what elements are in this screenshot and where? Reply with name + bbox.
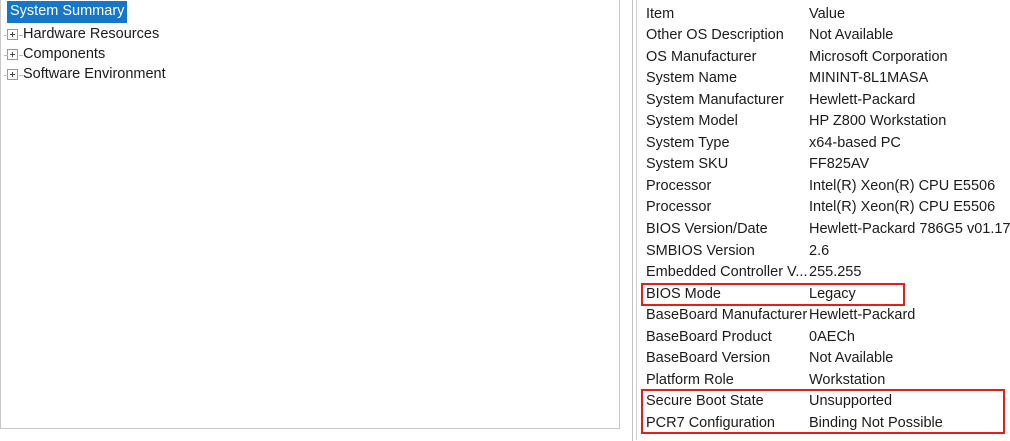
row-value-label: HP Z800 Workstation — [809, 113, 947, 130]
details-row[interactable]: System Name MININT-8L1MASA — [633, 68, 1010, 90]
details-row[interactable]: Other OS Description Not Available — [633, 25, 1010, 47]
row-item-label: BaseBoard Manufacturer — [646, 307, 808, 324]
plus-box-icon[interactable] — [4, 69, 23, 80]
details-row[interactable]: Processor Intel(R) Xeon(R) CPU E5506 — [633, 197, 1010, 219]
tree-item-software-environment[interactable]: Software Environment — [4, 65, 166, 84]
row-value-label: Intel(R) Xeon(R) CPU E5506 — [809, 199, 996, 216]
tree-item-label: Components — [23, 46, 106, 62]
tree-item-hardware-resources[interactable]: Hardware Resources — [4, 25, 160, 44]
details-header-row: Item Value — [633, 4, 1010, 26]
row-value-label: Hewlett-Packard — [809, 91, 916, 108]
row-item-label: OS Manufacturer — [646, 48, 757, 65]
row-item-label: BIOS Version/Date — [646, 221, 768, 237]
row-item-label: SMBIOS Version — [646, 242, 755, 259]
row-item-label: BIOS Mode — [646, 285, 721, 302]
row-item-label: System SKU — [646, 156, 729, 173]
row-value-label: MININT-8L1MASA — [809, 70, 929, 87]
row-value-label: 0AECh — [809, 328, 855, 345]
row-item-label: Secure Boot State — [646, 393, 764, 410]
row-item-label: PCR7 Configuration — [646, 414, 775, 431]
details-row[interactable]: Processor Intel(R) Xeon(R) CPU E5506 — [633, 176, 1010, 198]
details-row[interactable]: SMBIOS Version 2.6 — [633, 241, 1010, 263]
tree-item-components[interactable]: Components — [4, 45, 106, 64]
row-value-label: Unsupported — [809, 393, 893, 410]
row-value-label: Microsoft Corporation — [809, 48, 948, 65]
tree-item-label: System Summary — [7, 0, 128, 23]
row-item-label: BaseBoard Product — [646, 328, 772, 345]
row-value-label: Workstation — [809, 371, 886, 388]
row-item-label: BaseBoard Version — [646, 350, 771, 367]
row-value-label: Intel(R) Xeon(R) CPU E5506 — [809, 177, 996, 194]
panel-divider — [636, 0, 637, 440]
row-item-label: System Manufacturer — [646, 91, 784, 108]
details-row[interactable]: BIOS Mode Legacy — [633, 284, 1010, 306]
row-value-label: Legacy — [809, 285, 856, 302]
row-value-label: Not Available — [809, 350, 894, 367]
details-row[interactable]: Embedded Controller V...255.255 — [633, 262, 1010, 284]
tree-item-label: Software Environment — [23, 66, 166, 82]
tree-item-label: Hardware Resources — [23, 26, 160, 42]
navigation-tree-panel[interactable]: System Summary Hardware Resources Compon… — [0, 0, 620, 429]
row-item-label: Processor — [646, 199, 712, 216]
details-row[interactable]: System Manufacturer Hewlett-Packard — [633, 90, 1010, 112]
row-item-label: System Name — [646, 70, 738, 87]
row-value-label: 255.255 — [809, 264, 862, 281]
details-row[interactable]: System Type x64-based PC — [633, 133, 1010, 155]
row-value-label: Hewlett-Packard 786G5 v01.17, 8/ — [809, 221, 1010, 237]
details-row[interactable]: Secure Boot State Unsupported — [633, 391, 1010, 413]
details-row[interactable]: BIOS Version/Date Hewlett-Packard 786G5 v… — [633, 219, 1010, 241]
row-item-label: Platform Role — [646, 371, 734, 388]
plus-box-icon[interactable] — [4, 49, 23, 60]
row-item-label: Other OS Description — [646, 27, 784, 44]
details-row[interactable]: System SKU FF825AV — [633, 154, 1010, 176]
row-item-label: Processor — [646, 177, 712, 194]
column-header-value: Value — [809, 5, 846, 22]
details-row[interactable]: BaseBoard Product 0AECh — [633, 327, 1010, 349]
row-value-label: Hewlett-Packard — [809, 307, 916, 324]
column-header-item: Item — [646, 5, 675, 22]
tree-item-system-summary[interactable]: System Summary — [7, 0, 128, 23]
row-value-label: Not Available — [809, 27, 894, 44]
row-value-label: x64-based PC — [809, 134, 901, 151]
details-row[interactable]: Platform Role Workstation — [633, 370, 1010, 392]
row-item-label: Embedded Controller V... — [646, 264, 808, 281]
details-row[interactable]: BaseBoard Version Not Available — [633, 348, 1010, 370]
details-row[interactable]: PCR7 Configuration Binding Not Possible — [633, 413, 1010, 435]
row-value-label: FF825AV — [809, 156, 870, 173]
row-item-label: System Model — [646, 113, 738, 130]
row-value-label: Binding Not Possible — [809, 414, 943, 431]
details-row[interactable]: System Model HP Z800 Workstation — [633, 111, 1010, 133]
details-row[interactable]: OS Manufacturer Microsoft Corporation — [633, 47, 1010, 69]
row-value-label: 2.6 — [809, 242, 830, 259]
plus-box-icon[interactable] — [4, 29, 23, 40]
row-item-label: System Type — [646, 134, 730, 151]
